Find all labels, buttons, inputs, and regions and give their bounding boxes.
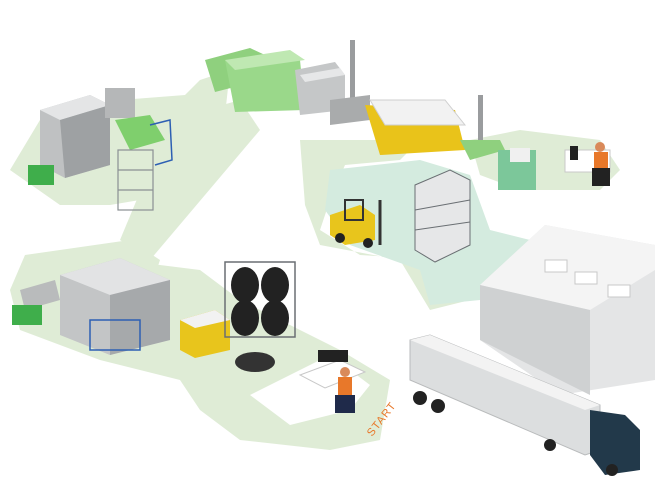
machine-top-left (28, 88, 173, 211)
forklift (330, 199, 382, 248)
truck (409, 334, 640, 476)
production-line-top (205, 40, 536, 190)
operator-top-right (564, 142, 611, 186)
warehouse-building (480, 225, 655, 395)
machine-middle-left (12, 258, 230, 358)
operator-bottom (298, 350, 367, 413)
storage-rack (414, 169, 471, 263)
tire-rack (224, 261, 296, 372)
